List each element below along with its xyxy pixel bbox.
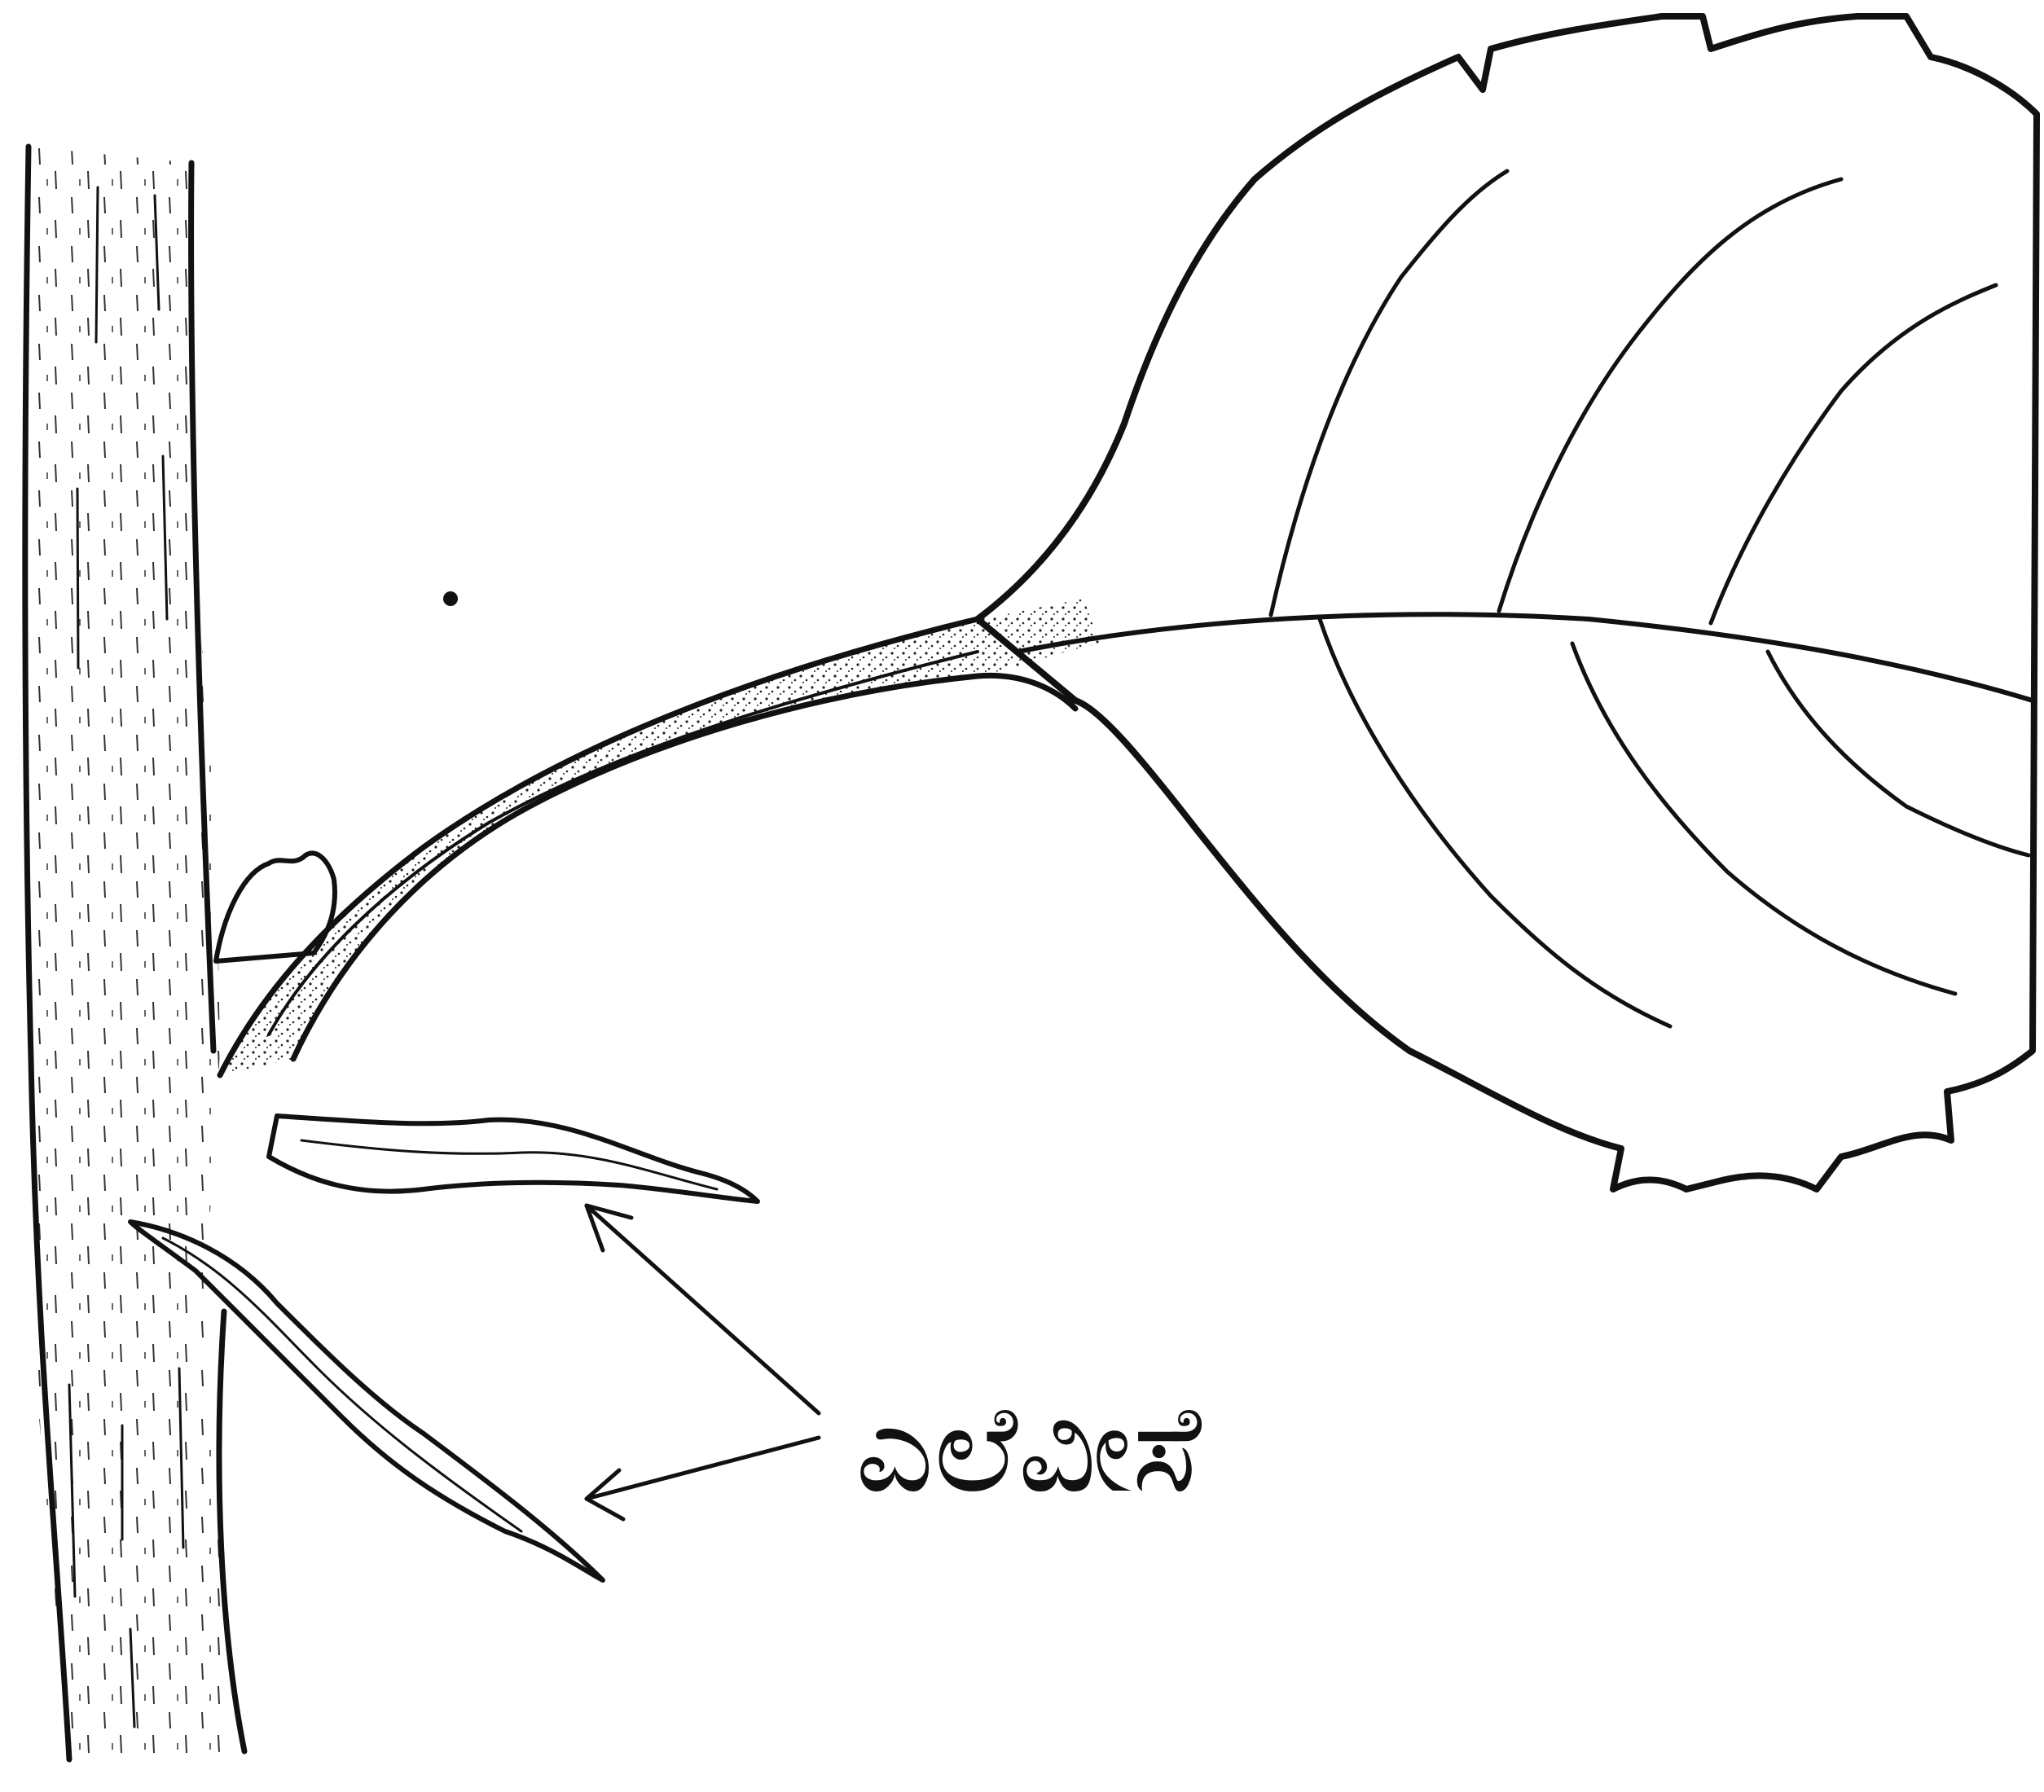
stray-dot	[443, 591, 458, 606]
stipule-label: ಎಲೆವೀಸೆ	[855, 1378, 1202, 1520]
stem	[24, 147, 244, 1759]
leaf-blade	[978, 16, 2037, 1189]
stipule-upper	[269, 1116, 758, 1201]
label-arrows	[587, 1206, 819, 1519]
arrow-to-upper-stipule	[587, 1206, 819, 1413]
arrow-to-lower-stipule	[587, 1438, 819, 1499]
petiole	[220, 599, 1100, 1075]
